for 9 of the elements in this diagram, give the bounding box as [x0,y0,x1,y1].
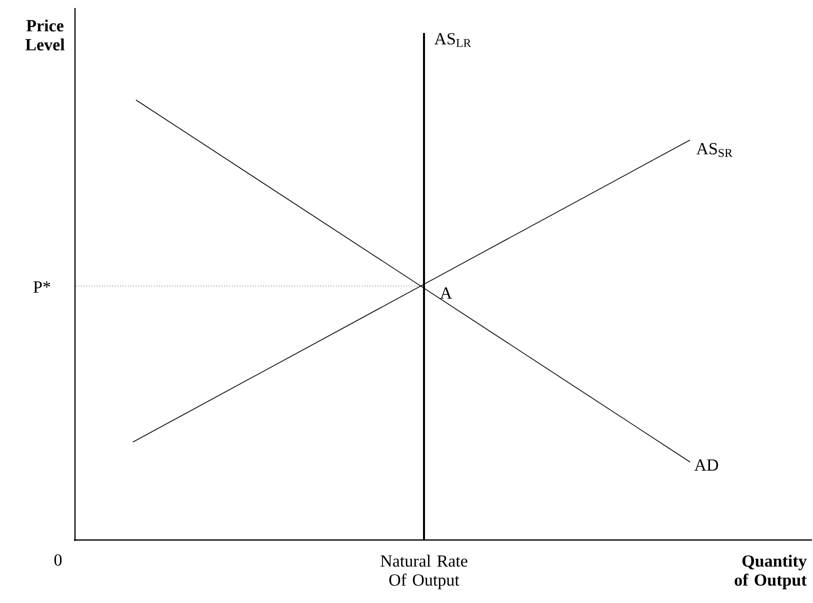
price-label: P* [34,281,50,293]
origin-label: 0 [54,554,62,566]
axis-title: Quantity of Output [734,554,807,590]
curve-label: AS$_{LR}$ [434,33,472,47]
point-label: A [440,287,452,299]
axis-title: Price Level [25,20,65,50]
curve-label: AS$_{SR}$ [696,143,732,157]
axis-label: Natural Rate Of Output [380,554,468,590]
curve-label: AD [694,459,718,471]
